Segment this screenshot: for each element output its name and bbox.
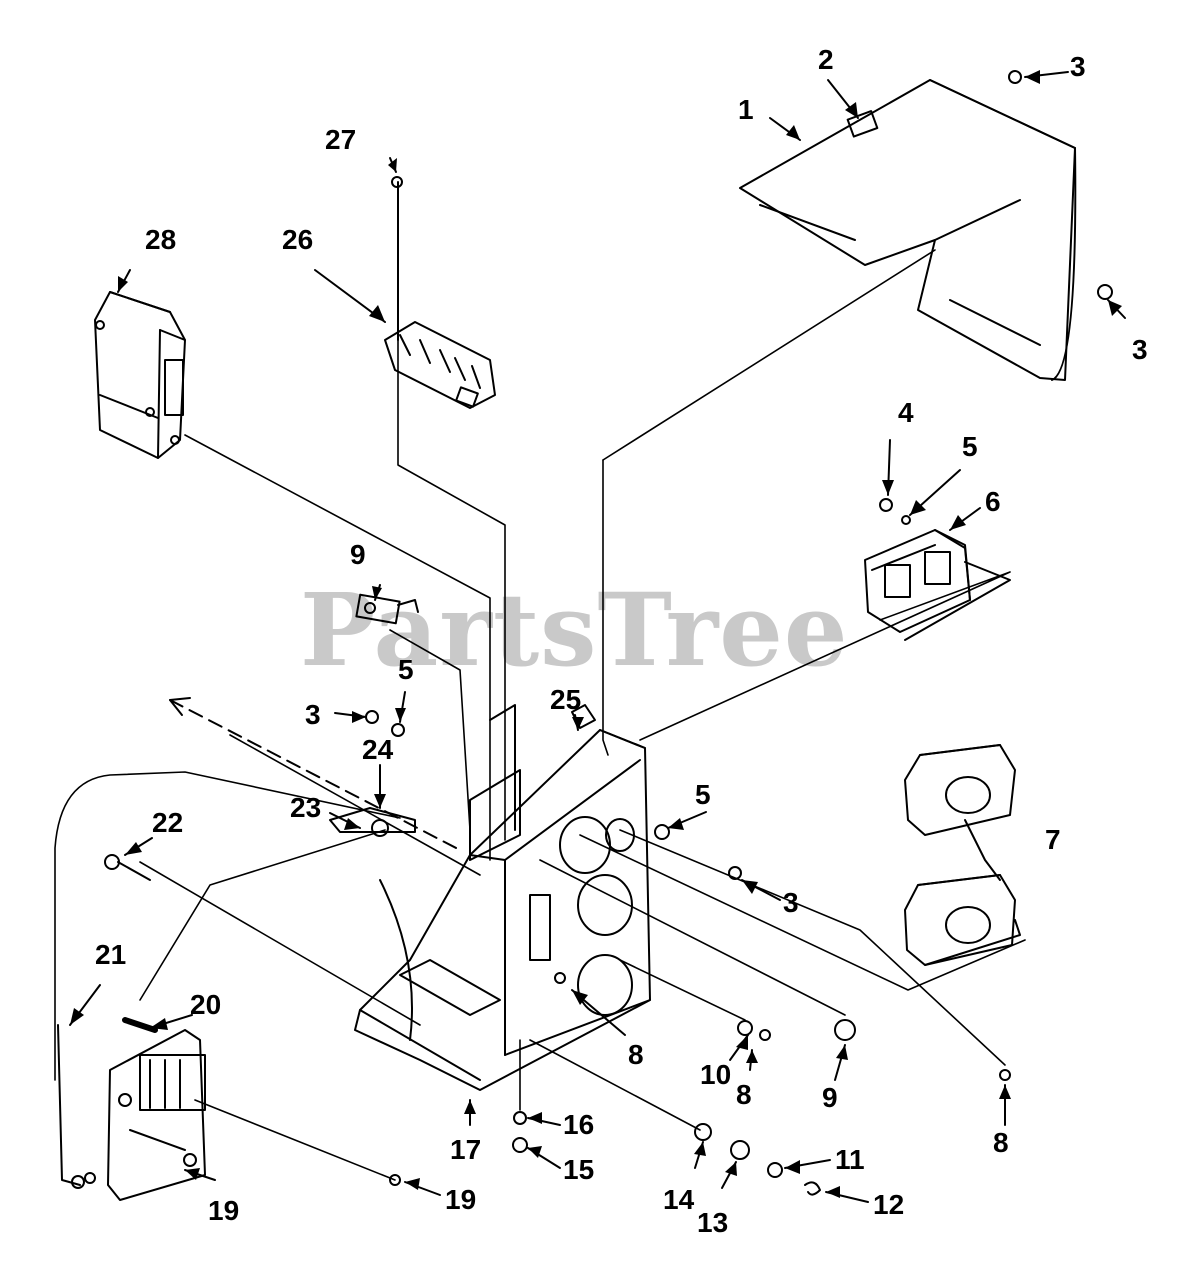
bolt-22 bbox=[104, 854, 151, 881]
screw-27-part bbox=[391, 176, 403, 188]
callout-9: 9 bbox=[350, 539, 366, 570]
control-box-part bbox=[354, 704, 651, 1091]
leader-7 bbox=[964, 819, 1001, 881]
callout-8: 8 bbox=[736, 1079, 752, 1110]
callout-17: 17 bbox=[450, 1134, 482, 1165]
cable-21 bbox=[57, 1024, 96, 1189]
callout-20: 20 bbox=[190, 989, 222, 1020]
callout-27: 27 bbox=[325, 124, 357, 155]
callout-9: 9 bbox=[822, 1082, 838, 1113]
twist-lock-receptacle-7a bbox=[904, 744, 1016, 836]
callout-28: 28 bbox=[145, 224, 177, 255]
callout-25: 25 bbox=[550, 684, 582, 715]
toggle-switch-part bbox=[355, 593, 419, 625]
hardware-small-parts bbox=[365, 70, 1113, 1196]
callout-22: 22 bbox=[152, 807, 184, 838]
callout-26: 26 bbox=[282, 224, 314, 255]
callout-1: 1 bbox=[738, 94, 754, 125]
callout-8: 8 bbox=[628, 1039, 644, 1070]
callout-24: 24 bbox=[362, 734, 394, 765]
callout-12: 12 bbox=[873, 1189, 905, 1220]
callout-19: 19 bbox=[208, 1195, 240, 1226]
callout-15: 15 bbox=[563, 1154, 595, 1185]
callout-3: 3 bbox=[305, 699, 321, 730]
callout-arrowheads bbox=[70, 70, 1122, 1198]
callout-7: 7 bbox=[1045, 824, 1061, 855]
callout-11: 11 bbox=[835, 1144, 865, 1175]
callout-21: 21 bbox=[95, 939, 127, 970]
assembly-leader-lines bbox=[54, 249, 1026, 1181]
callout-13: 13 bbox=[697, 1207, 729, 1238]
duplex-receptacle-6 bbox=[864, 529, 1011, 641]
callout-2: 2 bbox=[818, 44, 834, 75]
cover-bracket-part bbox=[739, 79, 1077, 381]
dashed-leader bbox=[169, 699, 461, 851]
callout-3: 3 bbox=[783, 887, 799, 918]
callout-19: 19 bbox=[445, 1184, 477, 1215]
callout-3: 3 bbox=[1132, 334, 1148, 365]
callout-4: 4 bbox=[898, 397, 914, 428]
dashed-leader-arrow bbox=[169, 697, 191, 716]
callout-5: 5 bbox=[962, 431, 978, 462]
callout-8: 8 bbox=[993, 1127, 1009, 1158]
callout-5: 5 bbox=[398, 654, 414, 685]
callout-5: 5 bbox=[695, 779, 711, 810]
circuit-breaker-part bbox=[94, 291, 186, 459]
callout-arrows bbox=[69, 71, 1126, 1203]
callout-16: 16 bbox=[563, 1109, 595, 1140]
callout-23: 23 bbox=[290, 792, 322, 823]
switch-bracket-part bbox=[329, 807, 416, 837]
callout-10: 10 bbox=[700, 1059, 732, 1090]
callout-3: 3 bbox=[1070, 51, 1086, 82]
callout-6: 6 bbox=[985, 486, 1001, 517]
transformer-part bbox=[107, 1029, 206, 1201]
twist-lock-receptacle-7b bbox=[904, 874, 1021, 966]
terminal-block-part bbox=[384, 321, 496, 409]
callout-14: 14 bbox=[663, 1184, 695, 1215]
